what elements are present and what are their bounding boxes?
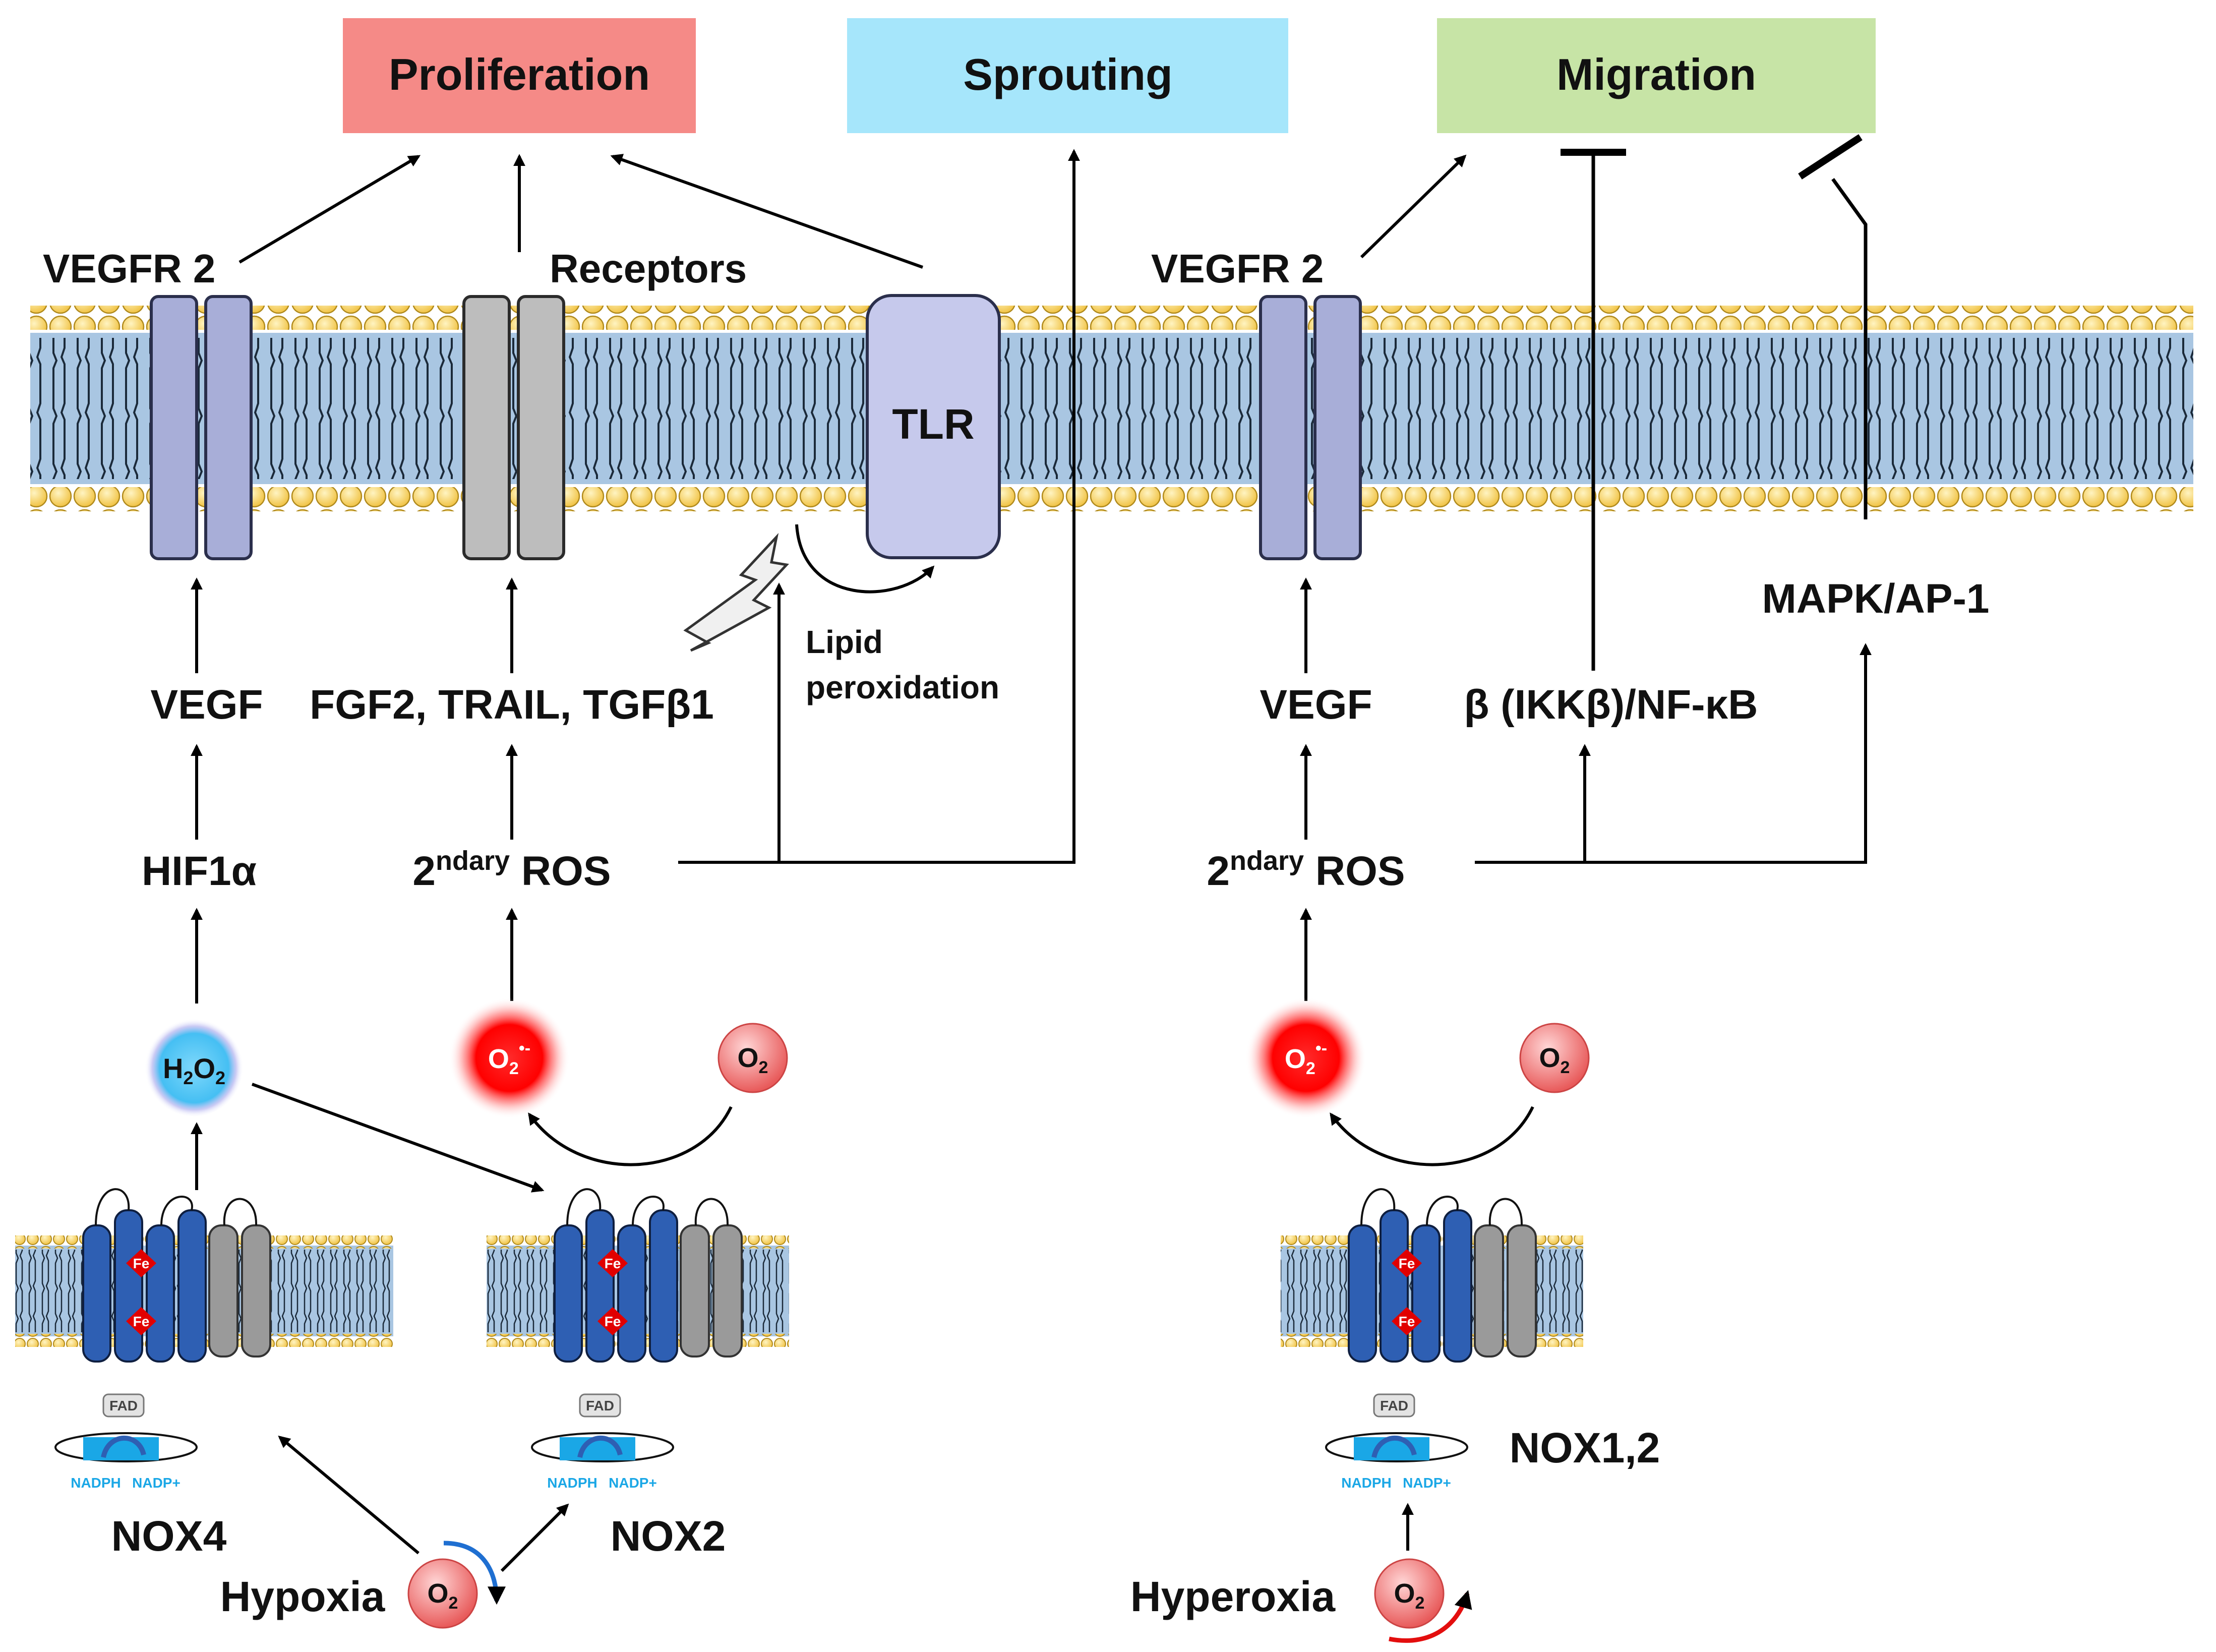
svg-text:H2O2: H2O2 (163, 1052, 225, 1088)
o2-left-molecule: O2 (717, 1023, 788, 1093)
svg-text:O2: O2 (428, 1578, 458, 1613)
lightning-bolt-icon (683, 533, 789, 652)
increase-arrow-icon (1389, 1590, 1472, 1643)
hypoxia-label: Hypoxia (220, 1573, 386, 1620)
secondary-ros-left-label: 2ndary ROS (412, 846, 611, 894)
svg-text:NADPH: NADPH (1341, 1475, 1392, 1491)
svg-text:FAD: FAD (586, 1398, 614, 1413)
growth-factors-label: FGF2, TRAIL, TGFβ1 (310, 682, 714, 728)
svg-text:NADP+: NADP+ (132, 1475, 181, 1491)
svg-text:O2•-: O2•- (1285, 1039, 1327, 1078)
lipid-peroxidation-label-line2: peroxidation (806, 669, 999, 705)
o2-hypoxia-molecule: O2 (407, 1541, 506, 1629)
lipid-peroxidation-arrow (795, 524, 935, 594)
decrease-arrow-icon (443, 1541, 506, 1605)
secondary-ros-right-label: 2ndary ROS (1207, 846, 1405, 894)
o2-to-superoxide-left-arrow (528, 1106, 733, 1166)
svg-text:O2: O2 (738, 1043, 768, 1077)
svg-text:NADP+: NADP+ (609, 1475, 657, 1491)
tlr-label: TLR (892, 400, 974, 448)
nox4-label: NOX4 (111, 1512, 227, 1560)
nox4-complex: Fe Fe FAD NADPH NADP+ (15, 1188, 393, 1491)
svg-text:Fe: Fe (605, 1314, 621, 1329)
svg-text:Fe: Fe (605, 1256, 621, 1271)
mapk-label: MAPK/AP-1 (1762, 576, 1989, 622)
vegf-left-label: VEGF (150, 682, 263, 728)
nox12-label: NOX1,2 (1510, 1424, 1660, 1471)
h2o2-molecule: H2O2 (145, 1019, 244, 1117)
svg-text:NADPH: NADPH (71, 1475, 121, 1491)
nox2-label: NOX2 (611, 1512, 726, 1560)
svg-text:Fe: Fe (133, 1314, 150, 1329)
cell-membrane (30, 306, 2193, 511)
o2-hyperoxia-molecule: O2 (1374, 1558, 1472, 1643)
nfkb-label: β (IKKβ)/NF-κB (1464, 682, 1758, 728)
migration-label: Migration (1556, 49, 1756, 99)
o2-to-superoxide-right-arrow (1330, 1106, 1534, 1166)
receptors-label: Receptors (550, 246, 747, 291)
superoxide-right-molecule: O2•- (1245, 997, 1366, 1118)
svg-text:Fe: Fe (1399, 1256, 1415, 1271)
inhibition-lines (1561, 134, 1868, 671)
vegfr2-left-label: VEGFR 2 (43, 246, 215, 291)
vegfr2-right-label: VEGFR 2 (1151, 246, 1324, 291)
o2-right-molecule: O2 (1519, 1023, 1590, 1093)
proliferation-box: Proliferation (343, 18, 696, 133)
svg-text:Fe: Fe (133, 1256, 150, 1271)
proliferation-label: Proliferation (389, 49, 650, 99)
svg-text:O2: O2 (1394, 1578, 1425, 1613)
svg-text:NADP+: NADP+ (1403, 1475, 1451, 1491)
sprouting-label: Sprouting (963, 49, 1172, 99)
hif1a-label: HIF1α (142, 848, 257, 894)
sprouting-box: Sprouting (847, 18, 1288, 133)
pathway-arrows (191, 149, 1872, 1572)
nox12-complex: Fe Fe FAD NADPH NADP+ (1281, 1188, 1583, 1491)
svg-text:FAD: FAD (1380, 1398, 1408, 1413)
migration-box: Migration (1437, 18, 1876, 133)
hyperoxia-label: Hyperoxia (1130, 1573, 1336, 1620)
svg-text:Fe: Fe (1399, 1314, 1415, 1329)
svg-text:FAD: FAD (109, 1398, 138, 1413)
svg-text:O2•-: O2•- (488, 1039, 530, 1078)
vegfr2-right-receptor (1259, 295, 1362, 560)
tlr-receptor: TLR (866, 294, 1001, 559)
superoxide-left-molecule: O2•- (449, 997, 570, 1118)
svg-text:NADPH: NADPH (547, 1475, 597, 1491)
nox2-complex: Fe Fe FAD NADPH NADP+ (487, 1188, 789, 1491)
vegf-right-label: VEGF (1260, 682, 1372, 728)
svg-text:O2: O2 (1539, 1043, 1570, 1077)
vegfr2-left-receptor (150, 295, 253, 560)
growth-factor-receptors (462, 295, 565, 560)
lipid-peroxidation-label-line1: Lipid (806, 624, 883, 660)
